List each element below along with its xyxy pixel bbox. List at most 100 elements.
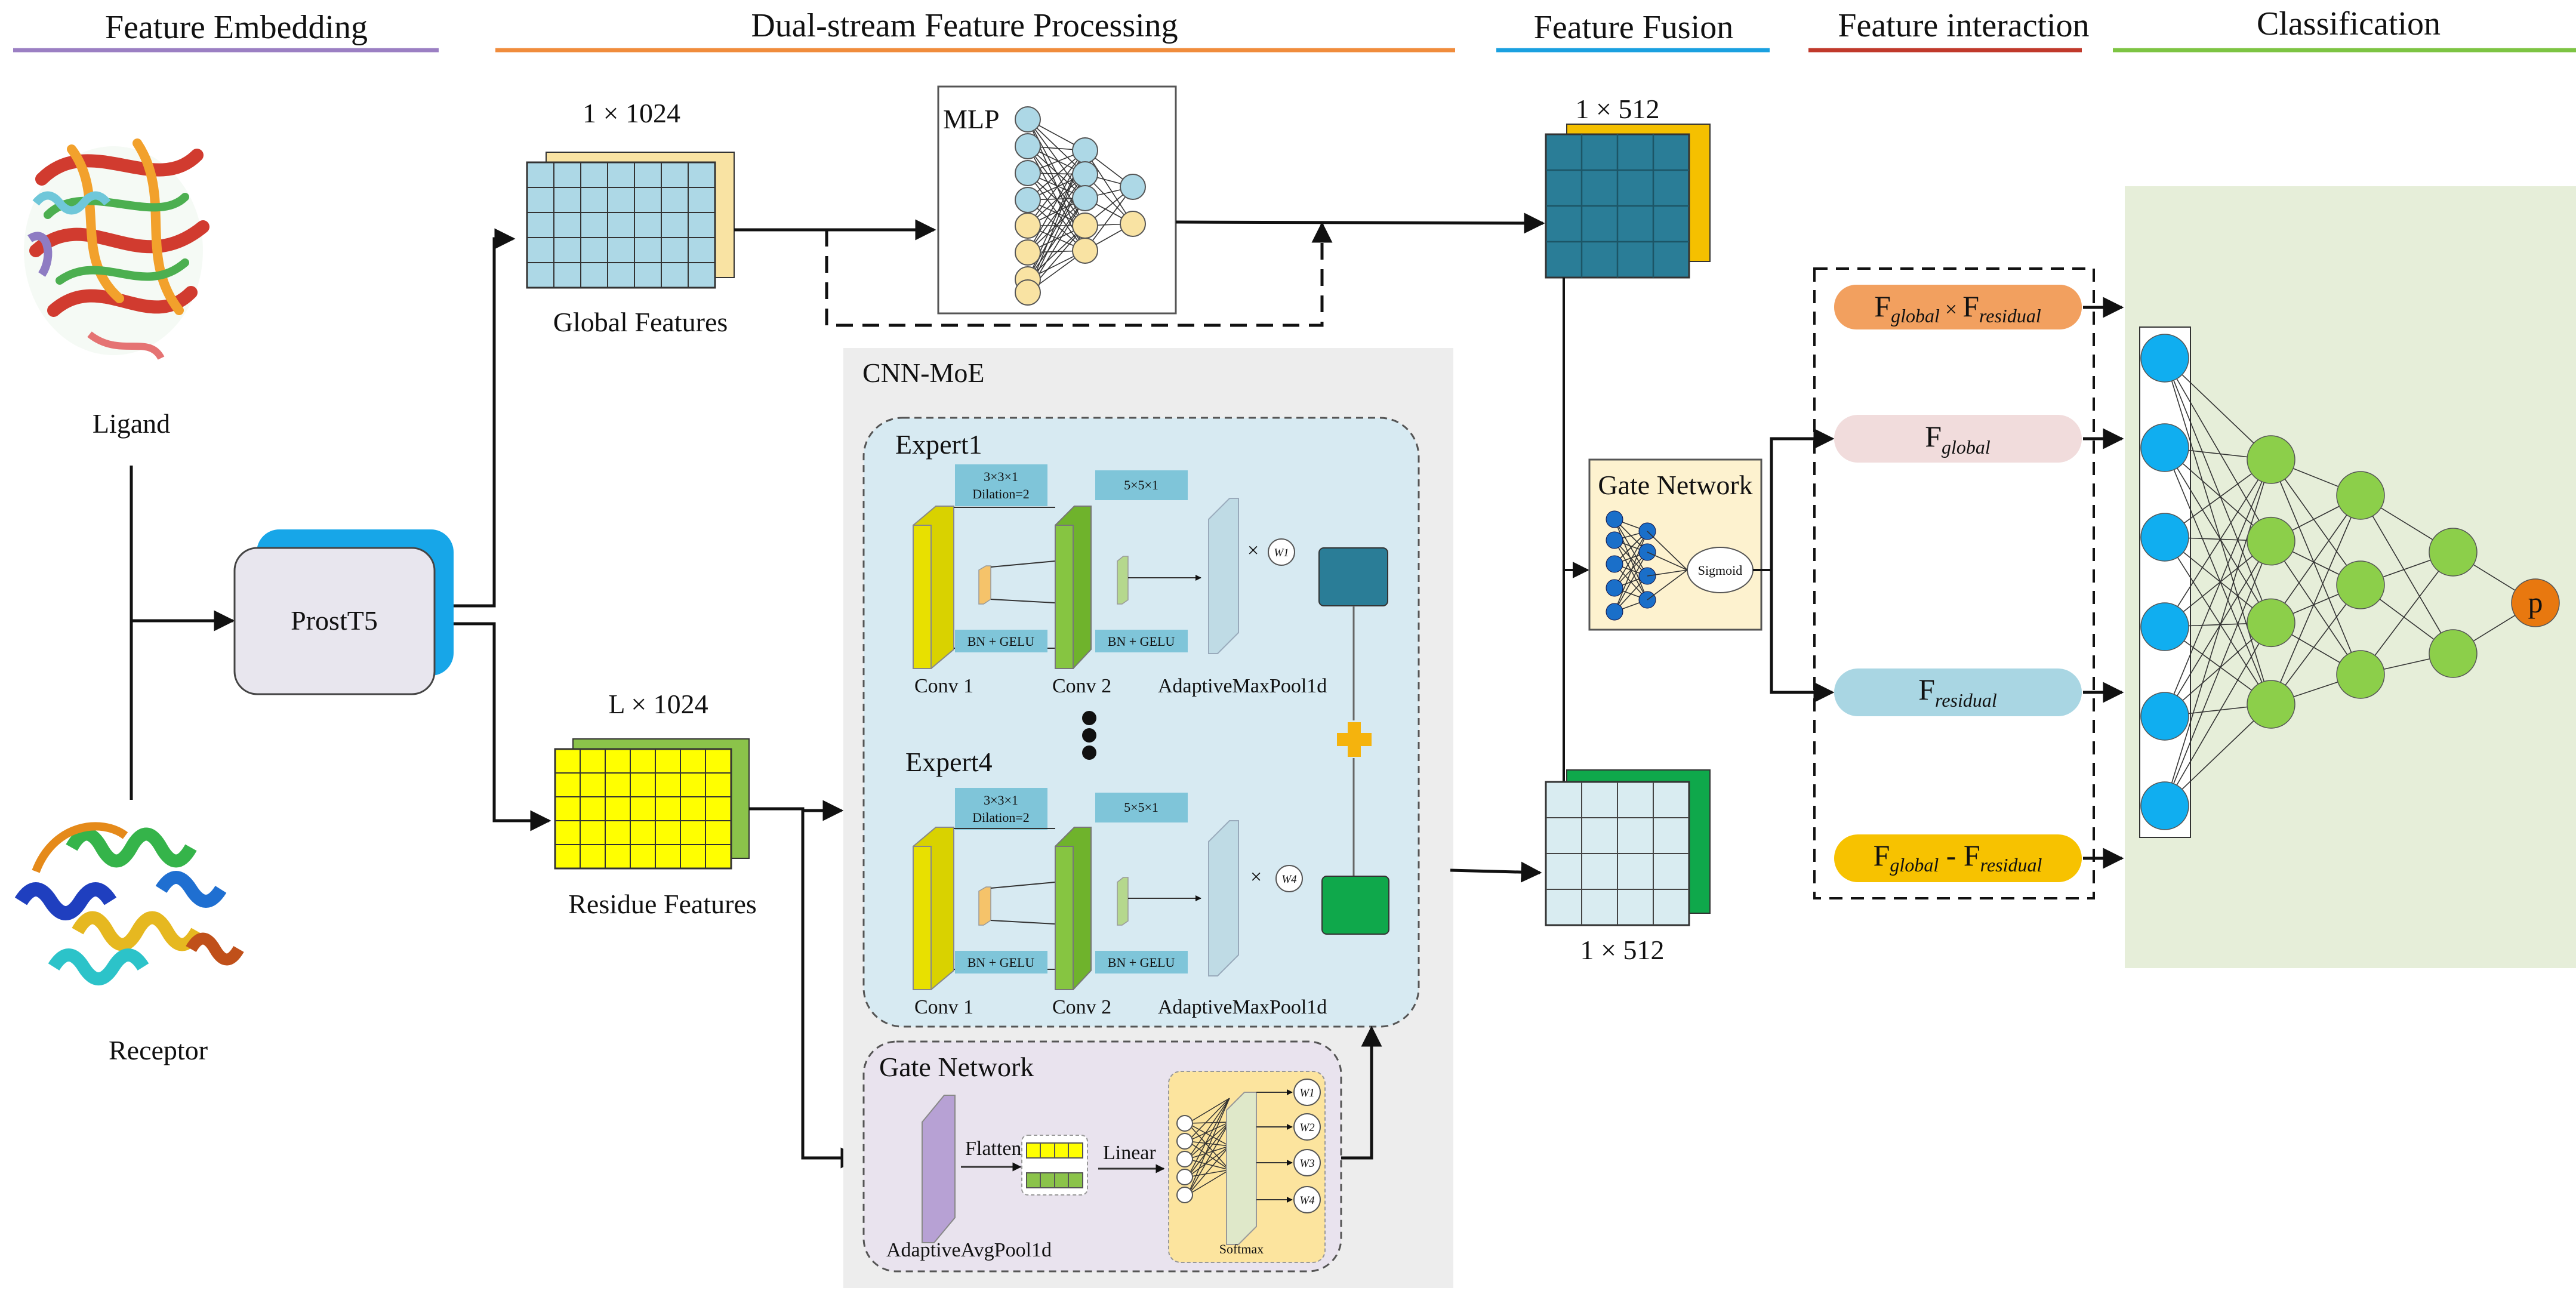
interaction-product-op: × (1940, 297, 1962, 321)
moe-gate-to-experts-arrow (1341, 1025, 1382, 1160)
nn-edge (1614, 531, 1648, 612)
fused-residual-grid (1545, 769, 1711, 926)
encoder-to-residue-arrow (454, 622, 551, 831)
nn-node (2140, 334, 2189, 383)
nn-node (1606, 603, 1623, 621)
nn-edge (2360, 495, 2454, 654)
nn-edge (2164, 537, 2272, 705)
expert-4-weight-node (1275, 865, 1303, 892)
expert-1-conv2-label: Conv 2 (1052, 675, 1111, 697)
gate-to-interaction-top (1770, 428, 1835, 570)
interaction-difference-b-sub: residual (1980, 854, 2042, 876)
nn-edge (1187, 1141, 1230, 1170)
section-title-interaction: Feature interaction (1838, 7, 2089, 44)
expert-4-pool-slab (1208, 820, 1239, 976)
classifier-network: p (2140, 334, 2560, 830)
expert-1-conv1-label: Conv 1 (914, 675, 973, 697)
nn-edge (1027, 150, 1086, 226)
nn-node (1072, 137, 1098, 164)
nn-node (2247, 680, 2295, 729)
nn-node (1015, 187, 1041, 213)
nn-edge (1187, 1098, 1230, 1160)
nn-edge (1187, 1122, 1230, 1142)
interaction-product-b: F (1962, 289, 1979, 323)
nn-edge (1187, 1159, 1230, 1170)
sum-icon (1337, 722, 1372, 757)
nn-edge (1187, 1169, 1230, 1196)
svg-text:Fglobal - Fresidual: Fglobal - Fresidual (1874, 839, 2042, 876)
softmax-weight-node (1293, 1186, 1321, 1213)
expert-4-conv2-param (1095, 793, 1188, 822)
nn-edge (2164, 358, 2272, 460)
nn-node (1015, 106, 1041, 133)
residue-features-label: Residue Features (568, 889, 757, 919)
fusion-gate-network (1606, 510, 1688, 621)
svg-text:Fglobal: Fglobal (1925, 420, 1990, 458)
expert-4-bn1-label: BN + GELU (967, 955, 1035, 970)
nn-node (1606, 531, 1623, 549)
residue-dim-label: L × 1024 (608, 689, 708, 719)
expert-4-times: × (1250, 866, 1262, 888)
nn-edge (2164, 358, 2272, 705)
nn-edge (2164, 541, 2272, 717)
nn-edge (2164, 704, 2272, 806)
moe-to-fusion-arrow (1450, 861, 1542, 883)
nn-edge (2164, 447, 2272, 623)
nn-node (1176, 1115, 1193, 1132)
nn-edge (1187, 1169, 1230, 1178)
nn-edge (1187, 1098, 1230, 1178)
expert-1-conv2-kernel-block (1117, 556, 1129, 605)
cnn-moe-title: CNN-MoE (862, 358, 984, 388)
nn-edge (2270, 541, 2361, 675)
moe-gate-flatten-label: Flatten (965, 1138, 1021, 1160)
expert-4-bn1 (955, 951, 1047, 973)
more-experts-ellipsis (1082, 711, 1096, 760)
softmax-slab (1226, 1092, 1257, 1245)
interaction-pill-residual: Fresidual (1834, 668, 2082, 716)
softmax-weight-label: W1 (1299, 1087, 1314, 1099)
nn-node (1606, 510, 1623, 528)
nn-edge (2164, 358, 2272, 623)
expert-1-weight-label: W1 (1274, 547, 1289, 559)
nn-edge (1614, 531, 1648, 589)
interaction-difference-a: F (1874, 839, 1890, 872)
interaction-pill-product: Fglobal × Fresidual (1834, 285, 2082, 329)
nn-node (2336, 471, 2385, 520)
nn-node (1015, 133, 1041, 159)
fused-residual-dim: 1 × 512 (1580, 935, 1665, 965)
expert-1-conv1-dilation: Dilation=2 (972, 486, 1030, 501)
nn-edge (2164, 447, 2272, 705)
nn-edge (1187, 1122, 1230, 1196)
interaction-pill-difference: Fglobal - Fresidual (1834, 834, 2082, 882)
softmax-weight-label: W2 (1299, 1122, 1315, 1134)
nn-node (1120, 211, 1146, 237)
expert-4-weight-label: W4 (1281, 873, 1297, 886)
nn-edge (2164, 622, 2272, 806)
expert-4-conv2-kernel: 5×5×1 (1124, 800, 1158, 815)
mlp-network (1015, 106, 1146, 306)
nn-edge (2164, 459, 2272, 806)
expert-4-conv1-kernel-block (978, 886, 991, 926)
nn-edge (1027, 174, 1086, 253)
expert-4-output (1321, 876, 1389, 935)
expert-1-conv1-kernel: 3×3×1 (984, 469, 1018, 484)
interaction-panel (1813, 267, 2095, 899)
interaction-residual-a: F (1918, 673, 1935, 706)
nn-node (2247, 435, 2295, 484)
section-title-fusion: Feature Fusion (1534, 9, 1733, 46)
nn-node (2429, 629, 2478, 678)
nn-node (1015, 212, 1041, 239)
expert-4-conv1-face (913, 846, 932, 990)
nn-edge (2164, 541, 2272, 806)
expert-1-conv1-param (955, 464, 1047, 506)
expert-4-pool-label: AdaptiveMaxPool1d (1158, 996, 1327, 1018)
expert-4-bn2 (1095, 951, 1188, 973)
receptor-structure-image (14, 822, 244, 985)
expert-4-conv2-label: Conv 2 (1052, 996, 1111, 1018)
classification-input-column (2139, 326, 2191, 838)
expert-4-conv2-face (1055, 846, 1074, 990)
nn-node (1176, 1169, 1193, 1185)
softmax-weight-node (1293, 1079, 1321, 1106)
